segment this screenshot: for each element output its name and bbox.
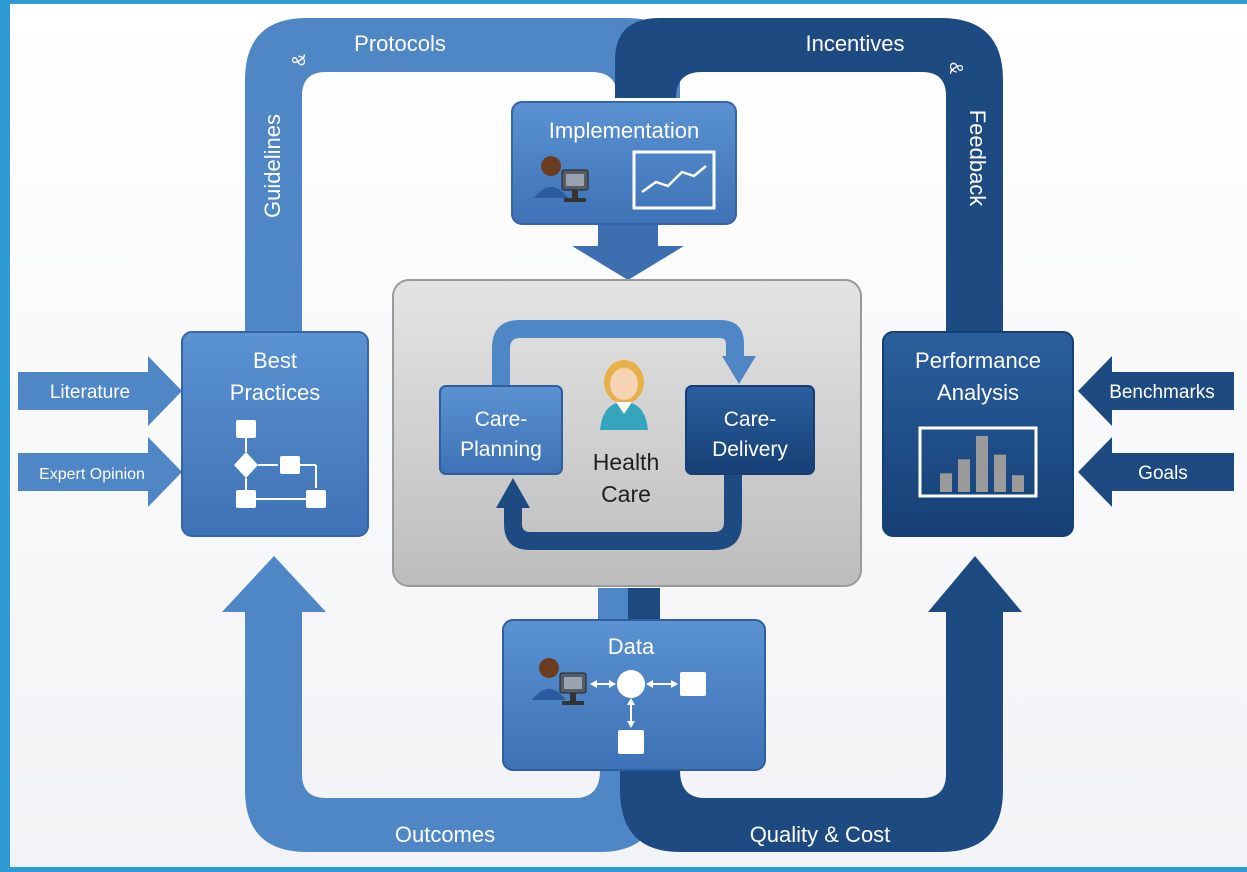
health-care-label-2: Care — [601, 481, 651, 507]
ampersand-right: & — [946, 62, 966, 74]
care-cycle-bottom-arrow — [504, 472, 742, 550]
bar-chart-icon-bar — [976, 436, 988, 492]
data-box: Data — [502, 619, 766, 771]
expert-opinion-input-arrow: Expert Opinion — [18, 437, 182, 507]
care-planning-box: Care- Planning — [439, 385, 563, 475]
guidelines-label: Guidelines — [260, 114, 285, 218]
implementation-arrowhead — [572, 246, 684, 280]
care-delivery-label-1: Care- — [724, 408, 777, 431]
performance-analysis-title-1: Performance — [915, 348, 1041, 373]
benchmarks-label: Benchmarks — [1109, 382, 1215, 403]
benchmarks-input-arrow: Benchmarks — [1078, 356, 1234, 426]
flowchart-icon — [234, 420, 326, 508]
care-cycle-top-arrow — [492, 320, 744, 392]
data-flow-icon — [590, 670, 706, 754]
best-practices-title-2: Practices — [230, 380, 320, 405]
bar-chart-icon-bar — [940, 473, 952, 492]
best-practices-box: Best Practices — [181, 331, 369, 537]
bar-chart-icon-bar — [994, 454, 1006, 492]
quality-cost-label: Quality & Cost — [750, 822, 891, 847]
health-care-label-1: Health — [593, 449, 659, 475]
bar-chart-icon — [940, 436, 1024, 492]
incentives-label: Incentives — [805, 31, 904, 56]
ampersand-left: & — [289, 54, 309, 66]
patient-icon — [600, 360, 648, 430]
care-delivery-box: Care- Delivery — [685, 385, 815, 475]
care-planning-label-1: Care- — [475, 408, 528, 431]
user-computer-icon-data — [532, 658, 587, 705]
literature-label: Literature — [50, 382, 130, 403]
bar-chart-icon-bar — [1012, 475, 1024, 492]
performance-analysis-title-2: Analysis — [937, 380, 1019, 405]
performance-analysis-box: Performance Analysis — [882, 331, 1074, 537]
protocols-label: Protocols — [354, 31, 446, 56]
bar-chart-icon-frame — [918, 426, 1038, 498]
user-computer-icon — [534, 156, 589, 202]
implementation-title: Implementation — [549, 118, 699, 143]
incentives-feedback-loop-segment — [615, 18, 1003, 340]
outcomes-arrowhead — [222, 556, 326, 612]
care-cycle-top-arrowhead — [722, 356, 756, 384]
health-care-panel: Care- Planning Care- Delivery Health Car… — [392, 279, 862, 587]
bar-chart-icon-bar — [958, 459, 970, 492]
expert-opinion-label: Expert Opinion — [39, 466, 145, 483]
quality-cost-loop-segment — [620, 610, 1003, 852]
care-cycle-bottom-arrowhead — [496, 478, 530, 508]
literature-input-arrow: Literature — [18, 356, 182, 426]
care-delivery-label-2: Delivery — [712, 438, 788, 461]
implementation-box: Implementation — [511, 101, 737, 225]
feedback-label: Feedback — [965, 110, 990, 208]
data-title: Data — [608, 634, 655, 659]
outcomes-label: Outcomes — [395, 822, 495, 847]
quality-cost-arrowhead — [928, 556, 1022, 612]
line-chart-icon — [632, 150, 716, 210]
best-practices-title-1: Best — [253, 348, 297, 373]
goals-input-arrow: Goals — [1078, 437, 1234, 507]
goals-label: Goals — [1138, 463, 1188, 484]
outcomes-loop-segment — [245, 610, 660, 852]
care-planning-label-2: Planning — [460, 438, 542, 461]
